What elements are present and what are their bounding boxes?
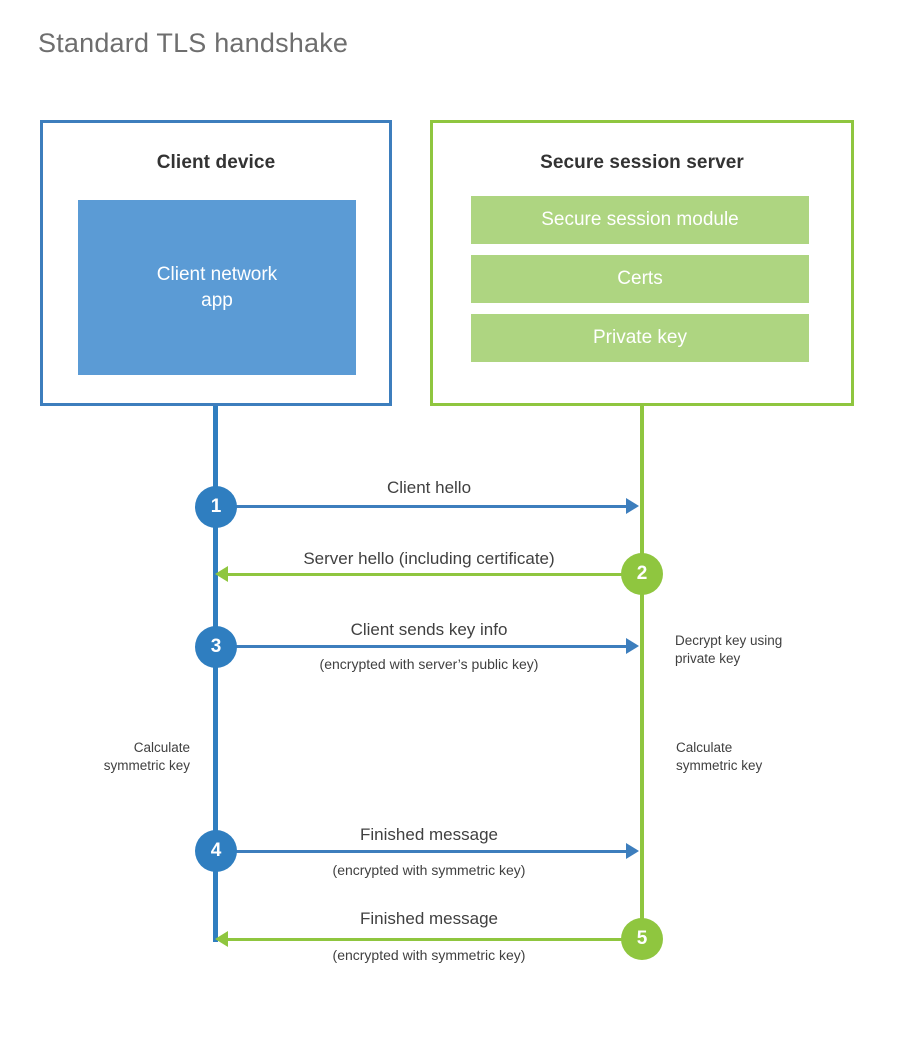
step-4-arrow-line [216,850,626,853]
step-2-circle: 2 [621,553,663,595]
step-5-sub-label: (encrypted with symmetric key) [332,947,526,963]
step-3-arrow-line [216,645,626,648]
step-3-label: Client sends key info [350,620,508,639]
step-5-arrow-line [228,938,622,941]
step-5-circle: 5 [621,918,663,960]
server-lifeline [640,406,644,941]
server-component-list: Secure session module Certs Private key [471,196,809,373]
step-5-arrow-head-icon [215,931,228,947]
secure-session-server-box: Secure session server Secure session mod… [430,120,854,406]
client-device-title: Client device [156,152,276,173]
step-4-sub-label: (encrypted with symmetric key) [332,862,526,878]
step-1-arrow-line [216,505,626,508]
step-5-label: Finished message [360,909,498,928]
server-block-secure-session-module: Secure session module [471,196,809,244]
step-3-circle: 3 [195,626,237,668]
server-block-private-key: Private key [471,314,809,362]
secure-session-server-title: Secure session server [540,152,744,173]
step-4-arrow-head-icon [626,843,639,859]
step-3-arrow-head-icon [626,638,639,654]
page-title: Standard TLS handshake [38,28,349,58]
step-2-arrow-head-icon [215,566,228,582]
step-2-arrow-line [228,573,622,576]
client-network-app-block: Client network app [78,200,356,375]
server-calculate-symmetric-key-note: Calculate symmetric key [676,740,763,773]
step-3-sub-label: (encrypted with server’s public key) [319,656,539,672]
step-4-label: Finished message [360,825,498,844]
client-lifeline [213,406,218,942]
client-calculate-symmetric-key-note: Calculate symmetric key [103,740,190,773]
step-1-label: Client hello [386,478,472,497]
client-device-box: Client device Client network app [40,120,392,406]
step-1-circle: 1 [195,486,237,528]
step-4-circle: 4 [195,830,237,872]
server-decrypt-note: Decrypt key using private key [675,633,783,666]
step-1-arrow-head-icon [626,498,639,514]
server-block-certs: Certs [471,255,809,303]
step-2-label: Server hello (including certificate) [303,549,555,568]
